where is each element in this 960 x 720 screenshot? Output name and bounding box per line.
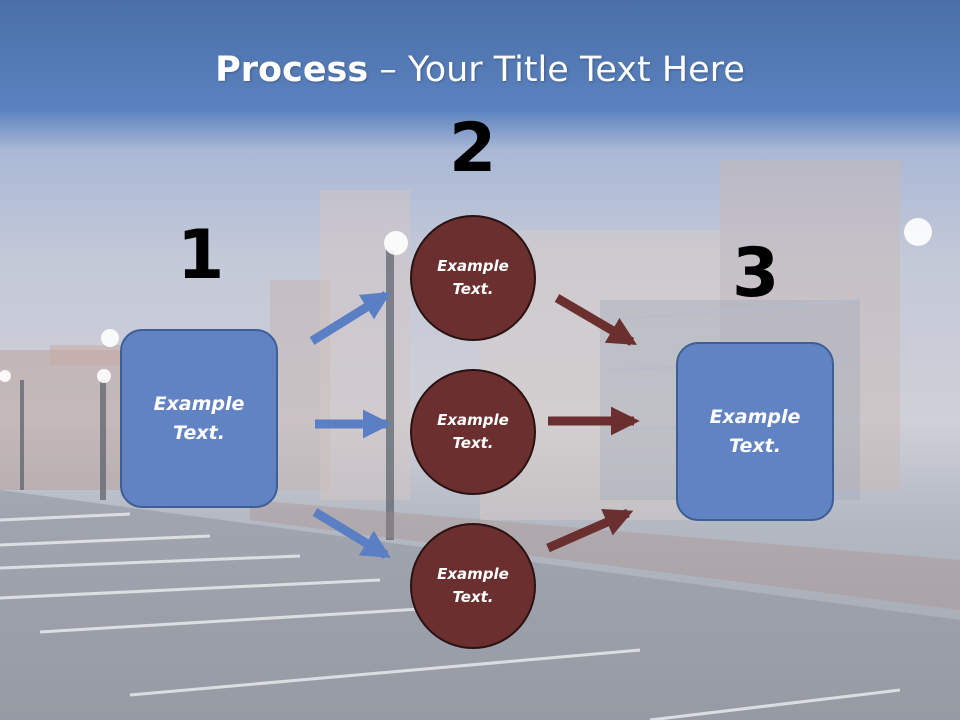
- step-3-line1: Example: [709, 405, 801, 428]
- circle-top-line1: Example: [437, 257, 509, 275]
- arrow-bottom-to-3: [546, 508, 634, 553]
- arrow-1-to-top: [309, 291, 391, 345]
- slide-title: Process – Your Title Text Here: [0, 50, 960, 90]
- step-1-line2: Text.: [173, 421, 225, 444]
- circle-middle-line2: Text.: [452, 434, 494, 452]
- arrow-1-to-bottom: [312, 508, 391, 559]
- step-3-line2: Text.: [729, 434, 781, 457]
- step-number-1: 1: [177, 216, 225, 295]
- step-number-2: 2: [449, 109, 497, 188]
- circle-top-line2: Text.: [452, 280, 494, 298]
- title-bold: Process: [215, 50, 369, 90]
- circle-bottom-line2: Text.: [452, 588, 494, 606]
- circle-bottom-line1: Example: [437, 565, 509, 583]
- arrow-top-to-3: [554, 294, 637, 346]
- step-number-3: 3: [732, 234, 780, 313]
- title-rest: – Your Title Text Here: [368, 50, 745, 90]
- circle-middle-line1: Example: [437, 411, 509, 429]
- step-1-line1: Example: [153, 392, 245, 415]
